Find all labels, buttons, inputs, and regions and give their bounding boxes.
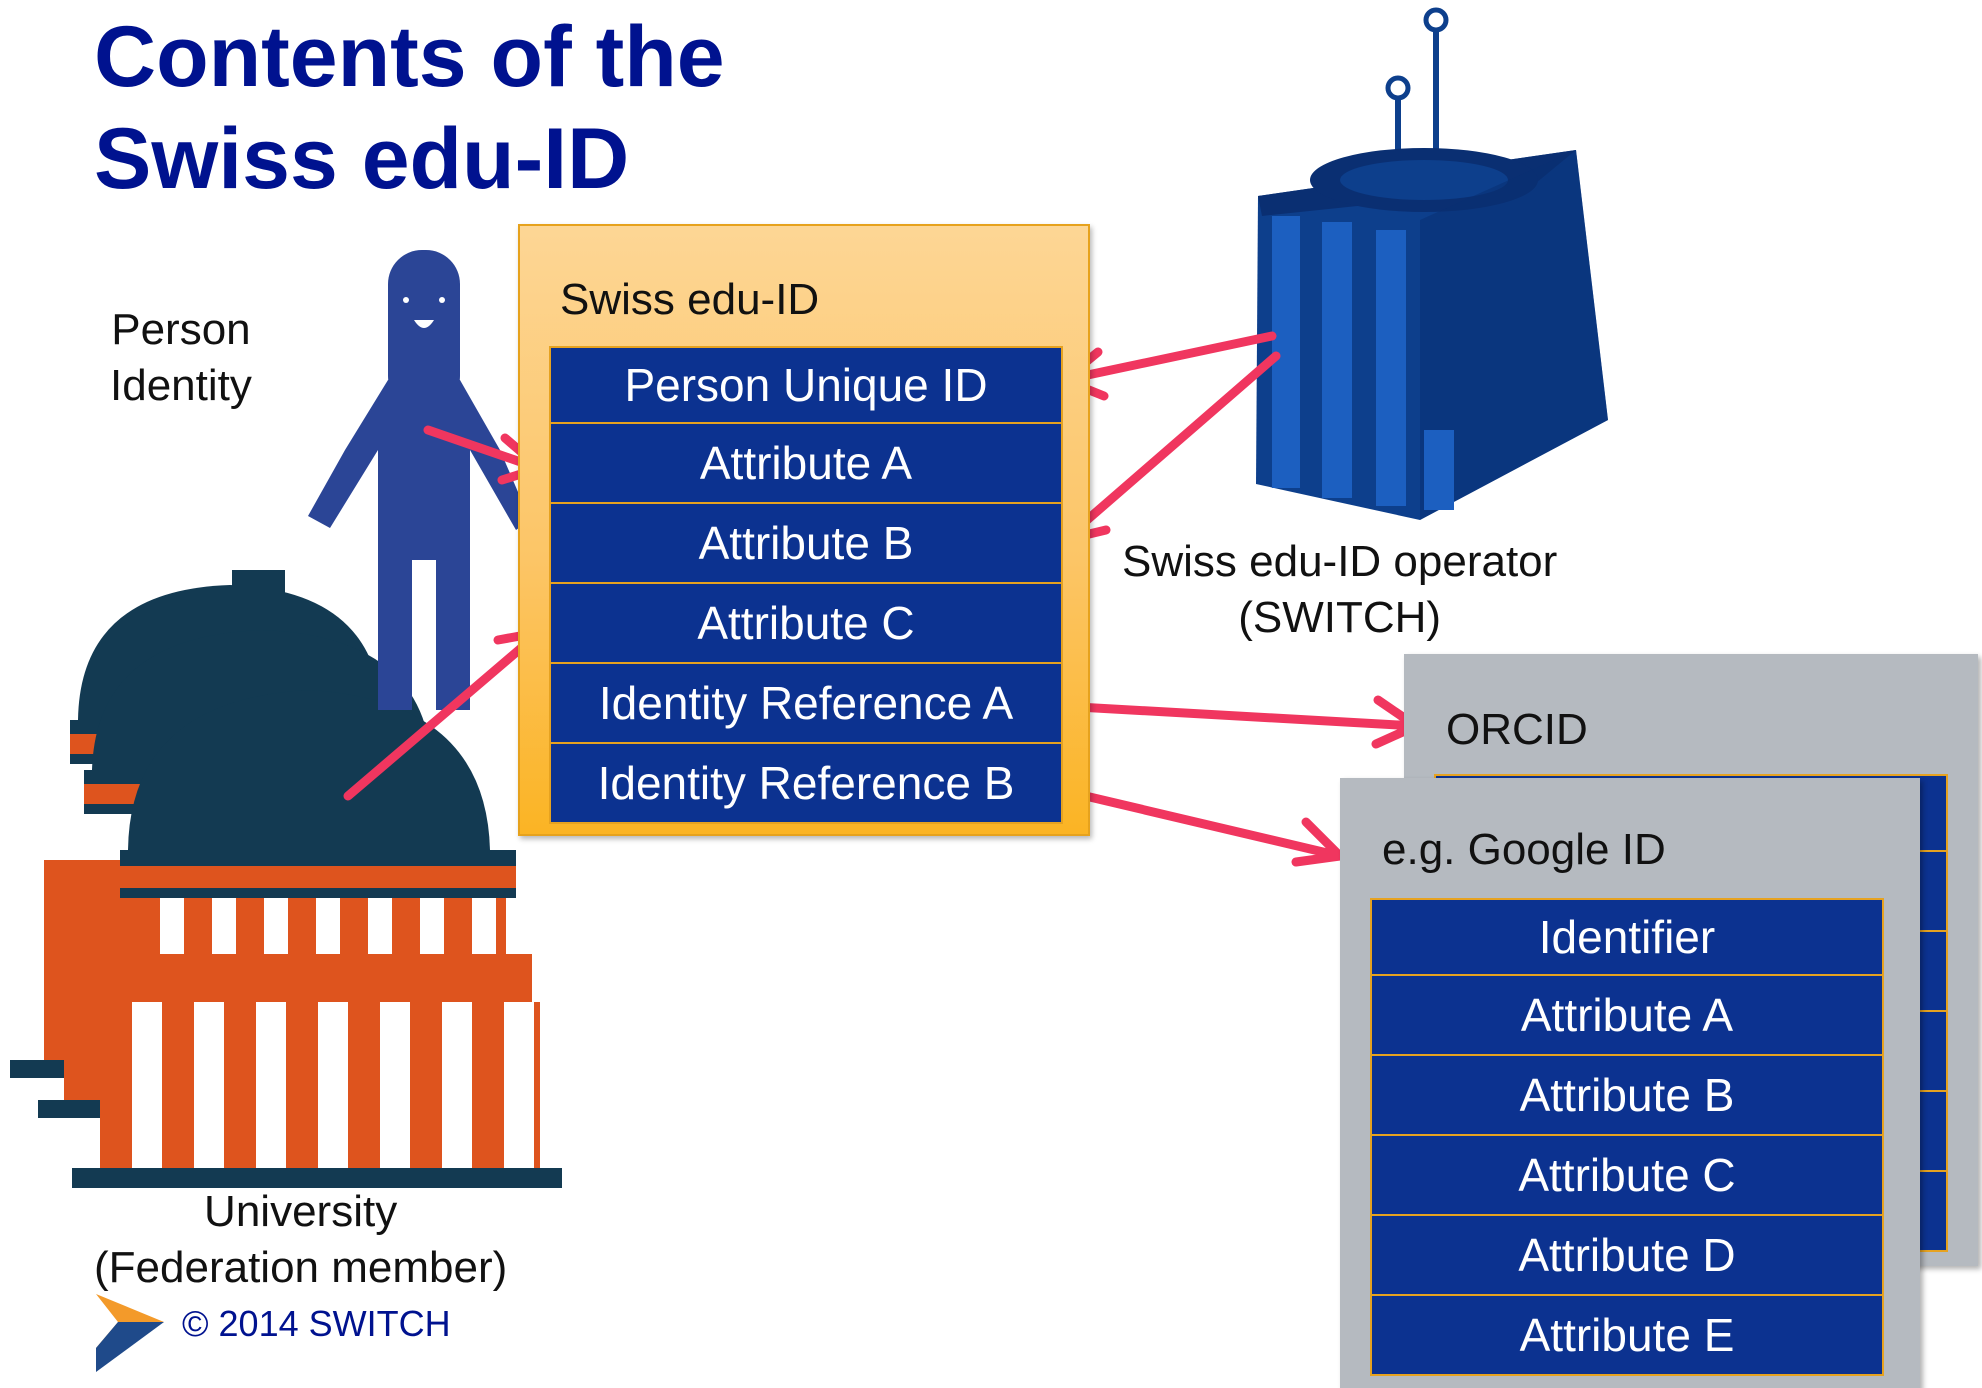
swiss-edu-id-panel-title: Swiss edu-ID [560, 275, 820, 324]
google-row-attribute-c: Attribute C [1370, 1136, 1884, 1216]
university-building-icon [10, 570, 562, 1188]
edu-id-row-attribute-b: Attribute B [549, 504, 1063, 584]
google-row-attribute-a: Attribute A [1370, 976, 1884, 1056]
arrow-operator-to-attribute-b [1059, 351, 1281, 545]
swiss-edu-id-rows: Person Unique ID Attribute A Attribute B… [549, 346, 1063, 824]
copyright-text: © 2014 SWITCH [182, 1303, 451, 1344]
google-id-panel-title: e.g. Google ID [1382, 825, 1666, 874]
person-identity-label-line2: Identity [110, 361, 252, 410]
page-title: Contents of the Swiss edu-ID [94, 6, 725, 210]
google-row-attribute-e: Attribute E [1370, 1296, 1884, 1376]
google-id-rows: Identifier Attribute A Attribute B Attri… [1370, 898, 1884, 1376]
orcid-panel-title: ORCID [1446, 705, 1588, 754]
google-row-attribute-d: Attribute D [1370, 1216, 1884, 1296]
edu-id-row-identity-reference-a: Identity Reference A [549, 664, 1063, 744]
server-tower-icon [1256, 7, 1608, 520]
university-label-line1: University [204, 1187, 398, 1236]
person-identity-label-line1: Person [111, 305, 251, 354]
page-title-line2: Swiss edu-ID [94, 111, 630, 207]
person-identity-label: Person Identity [110, 302, 252, 414]
person-figure-icon [308, 250, 530, 710]
university-label: University (Federation member) [94, 1184, 507, 1296]
university-label-line2: (Federation member) [94, 1243, 508, 1292]
edu-id-row-identity-reference-b: Identity Reference B [549, 744, 1063, 824]
arrow-identity-reference-b-to-google [1055, 785, 1345, 867]
edu-id-row-person-unique-id: Person Unique ID [549, 346, 1063, 424]
edu-id-row-attribute-a: Attribute A [549, 424, 1063, 504]
google-row-attribute-b: Attribute B [1370, 1056, 1884, 1136]
switch-chevron-logo-icon [96, 1294, 164, 1372]
page-title-line1: Contents of the [94, 9, 725, 105]
google-id-panel: e.g. Google ID Identifier Attribute A At… [1340, 778, 1920, 1388]
swiss-edu-id-panel: Swiss edu-ID Person Unique ID Attribute … [518, 224, 1090, 836]
edu-id-row-attribute-c: Attribute C [549, 584, 1063, 664]
operator-label-line1: Swiss edu-ID operator [1122, 537, 1558, 586]
arrow-identity-reference-a-to-orcid [1055, 695, 1421, 749]
google-row-identifier: Identifier [1370, 898, 1884, 976]
operator-label-line2: (SWITCH) [1238, 593, 1442, 642]
operator-label: Swiss edu-ID operator (SWITCH) [1122, 534, 1557, 646]
university-building-front [72, 570, 562, 1188]
